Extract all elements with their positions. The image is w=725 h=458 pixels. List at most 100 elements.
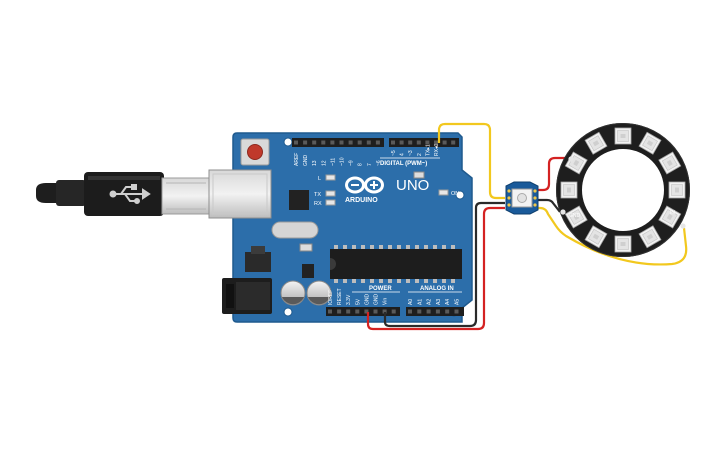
digital-pin-hole[interactable] — [339, 140, 344, 145]
digital-pin-label: ~10 — [340, 157, 346, 166]
power-pin-hole[interactable] — [355, 309, 360, 314]
digital-pin-hole[interactable] — [348, 140, 353, 145]
led-on — [438, 189, 449, 196]
digital-pin-hole[interactable] — [391, 140, 395, 145]
digital-pin-hole[interactable] — [303, 140, 308, 145]
capacitor-1 — [280, 280, 306, 306]
power-pin-hole[interactable] — [373, 309, 378, 314]
wire-red-power[interactable] — [366, 206, 505, 331]
digital-pin-label: ~3 — [408, 150, 414, 156]
analog-pin-label: A1 — [417, 299, 423, 305]
wire-red-ring[interactable] — [537, 156, 569, 192]
ring-pixel — [584, 131, 608, 155]
digital-pin-hole[interactable] — [312, 140, 317, 145]
analog-pin-label: A3 — [436, 299, 442, 305]
capacitor-2 — [306, 280, 332, 306]
atmega-microcontroller — [330, 245, 462, 283]
power-pin-hole[interactable] — [337, 309, 342, 314]
analog-header[interactable] — [406, 307, 464, 316]
dc-power-jack[interactable] — [222, 278, 272, 314]
digital-header-left[interactable] — [292, 138, 384, 147]
digital-pin-label: 2 — [417, 153, 423, 156]
led-rx-label: RX — [314, 201, 322, 207]
digital-pin-label: 13 — [312, 160, 318, 166]
usb-chip — [289, 190, 309, 210]
digital-pin-label: ~9 — [349, 160, 355, 166]
digital-pin-label: RX◂0 — [434, 144, 440, 156]
ring-pixel — [658, 205, 682, 229]
power-pin-label: 3.3V — [346, 294, 352, 305]
digital-pin-hole[interactable] — [366, 140, 371, 145]
digital-pin-label: ~5 — [391, 150, 397, 156]
digital-pin-hole[interactable] — [416, 140, 421, 145]
led-tx-label: TX — [314, 192, 321, 198]
power-header[interactable] — [326, 307, 400, 316]
digital-header-label: DIGITAL (PWM~) — [380, 161, 427, 167]
ring-pad-power — [568, 156, 574, 162]
analog-pin-hole[interactable] — [408, 309, 412, 314]
digital-pin-hole[interactable] — [434, 140, 438, 145]
ring-pixel — [560, 181, 578, 199]
analog-header-label: ANALOG IN — [420, 286, 454, 292]
digital-pin-hole[interactable] — [330, 140, 335, 145]
led-rx — [325, 199, 336, 206]
power-pin-hole[interactable] — [391, 309, 396, 314]
wire-black-ring[interactable] — [537, 198, 561, 213]
ring-pad-in — [680, 223, 686, 229]
neopixel-ring[interactable]: IN GND — [556, 123, 690, 257]
voltage-regulator — [245, 246, 271, 272]
ring-pixel — [638, 225, 662, 249]
ring-pixel — [658, 151, 682, 175]
digital-header-right[interactable] — [389, 138, 459, 147]
power-pin-label: Vin — [383, 298, 389, 305]
analog-pin-hole[interactable] — [454, 309, 459, 314]
digital-pin-hole[interactable] — [399, 140, 404, 145]
digital-pin-hole[interactable] — [408, 140, 413, 145]
power-pin-label: GND — [364, 294, 370, 306]
digital-pin-label: 4 — [400, 153, 406, 156]
power-pin-hole[interactable] — [364, 309, 369, 314]
ring-pixel — [668, 181, 686, 199]
analog-pin-hole[interactable] — [426, 309, 431, 314]
analog-pin-hole[interactable] — [445, 309, 450, 314]
ring-pixel — [614, 127, 632, 145]
wire-yellow-data[interactable] — [437, 122, 505, 200]
analog-pin-label: A4 — [445, 299, 451, 305]
usb-symbol-icon — [109, 184, 151, 204]
digital-pin-label: GND — [303, 155, 309, 167]
analog-pin-hole[interactable] — [435, 309, 440, 314]
digital-pin-hole[interactable] — [425, 140, 430, 145]
analog-pin-label: A0 — [408, 299, 414, 305]
analog-pin-hole[interactable] — [417, 309, 422, 314]
led-tx — [325, 190, 336, 197]
ring-pad-ground — [560, 209, 566, 215]
neopixel-breakout-board[interactable] — [505, 181, 539, 215]
analog-pin-label: A2 — [427, 299, 433, 305]
power-pin-hole[interactable] — [346, 309, 351, 314]
digital-pin-hole[interactable] — [451, 140, 456, 145]
power-pin-label: GND — [374, 294, 380, 306]
power-pin-label: IOREF — [328, 290, 334, 305]
digital-pin-hole[interactable] — [375, 140, 380, 145]
digital-pin-label: AREF — [294, 153, 300, 166]
power-pin-hole[interactable] — [382, 309, 387, 314]
digital-pin-label: 8 — [358, 163, 364, 166]
wire-black-ground[interactable] — [383, 201, 505, 328]
power-pin-hole[interactable] — [328, 309, 332, 314]
reset-button[interactable] — [240, 138, 270, 166]
digital-pin-label: ~11 — [330, 158, 336, 166]
ring-in-label: IN — [670, 210, 675, 216]
power-header-label: POWER — [369, 286, 392, 292]
usb-b-port — [208, 169, 272, 219]
digital-pin-label: 7 — [367, 163, 373, 166]
usb-cable[interactable] — [36, 172, 211, 216]
digital-pin-hole[interactable] — [442, 140, 447, 145]
digital-pin-hole[interactable] — [294, 140, 298, 145]
digital-pin-hole[interactable] — [321, 140, 326, 145]
digital-pin-label: 12 — [321, 160, 327, 166]
digital-pin-hole[interactable] — [357, 140, 362, 145]
wire-yellow-ring[interactable] — [537, 206, 688, 266]
